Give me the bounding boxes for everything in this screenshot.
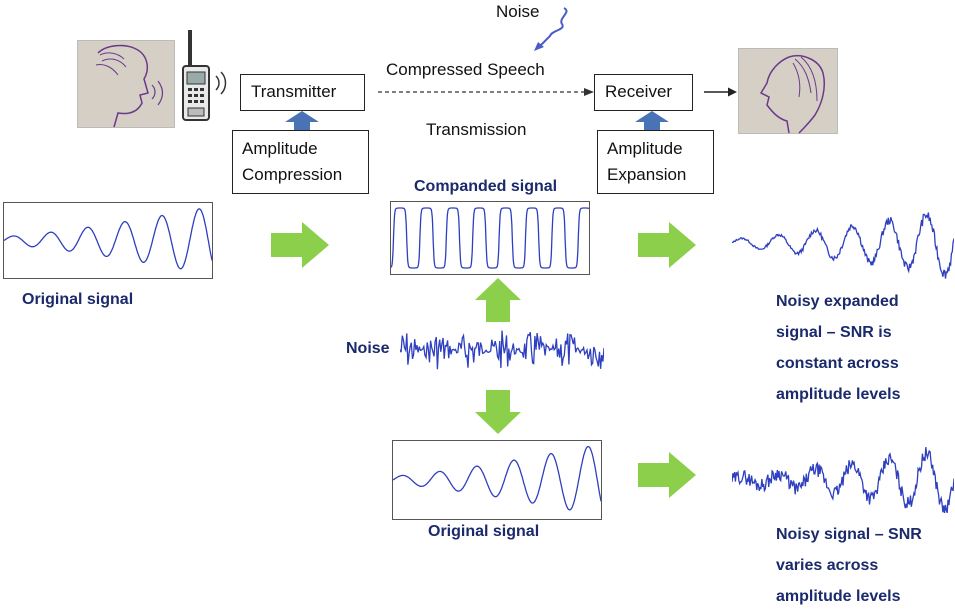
green-right-arrow-icon bbox=[271, 222, 329, 268]
noisy-signal-line2: varies across bbox=[776, 557, 879, 574]
original-signal-plot-bottom bbox=[392, 440, 602, 520]
original-signal-plot bbox=[3, 202, 213, 279]
waveform-line bbox=[391, 207, 589, 269]
noisy-signal-line1: Noisy signal – SNR bbox=[776, 526, 922, 543]
noise-waveform bbox=[400, 322, 604, 378]
amplitude-compression-box: Amplitude Compression bbox=[232, 130, 369, 194]
receiver-box: Receiver bbox=[594, 74, 693, 111]
waveform-line bbox=[732, 447, 954, 513]
green-down-arrow-icon bbox=[475, 390, 521, 434]
amplitude-expansion-box: Amplitude Expansion bbox=[597, 130, 714, 194]
noisy-expanded-signal-plot bbox=[732, 203, 954, 283]
transmitter-box: Transmitter bbox=[240, 74, 365, 111]
speaker-face-icon bbox=[77, 40, 175, 128]
amp-compression-line1: Amplitude bbox=[242, 139, 318, 158]
dashed-transmission-arrow bbox=[378, 86, 596, 98]
original-signal-label-bottom: Original signal bbox=[428, 523, 540, 540]
green-right-arrow-icon bbox=[638, 452, 696, 498]
noise-label-top: Noise bbox=[496, 2, 540, 21]
noise-label-mid: Noise bbox=[346, 340, 390, 357]
noisy-signal-line3: amplitude levels bbox=[776, 588, 901, 605]
walkie-talkie-icon bbox=[178, 28, 233, 124]
waveform-line bbox=[393, 445, 601, 511]
noisy-signal-label: Noisy signal – SNR varies across amplitu… bbox=[776, 519, 922, 612]
waveform-line bbox=[732, 212, 954, 279]
receiver-label: Receiver bbox=[605, 82, 673, 101]
green-up-arrow-icon bbox=[475, 278, 521, 322]
blue-up-arrow-icon bbox=[633, 110, 671, 132]
blue-up-arrow-icon bbox=[283, 110, 321, 132]
waveform-line bbox=[400, 330, 604, 370]
amp-expansion-line1: Amplitude bbox=[607, 139, 683, 158]
transmitter-label: Transmitter bbox=[251, 82, 337, 101]
listener-face-icon bbox=[738, 48, 838, 134]
noisy-expanded-line1: Noisy expanded bbox=[776, 293, 899, 310]
companded-signal-plot bbox=[390, 201, 590, 275]
noisy-expanded-line2: signal – SNR is bbox=[776, 324, 892, 341]
receiver-output-arrow bbox=[704, 86, 738, 98]
transmission-label: Transmission bbox=[426, 120, 527, 139]
noise-squiggle-icon bbox=[528, 4, 572, 52]
compressed-speech-label: Compressed Speech bbox=[386, 60, 545, 79]
noisy-expanded-label: Noisy expanded signal – SNR is constant … bbox=[776, 286, 901, 410]
noisy-expanded-line4: amplitude levels bbox=[776, 386, 901, 403]
amp-expansion-line2: Expansion bbox=[607, 165, 687, 184]
noisy-signal-plot bbox=[732, 438, 954, 522]
companded-signal-label: Companded signal bbox=[414, 178, 558, 195]
noisy-expanded-line3: constant across bbox=[776, 355, 899, 372]
waveform-line bbox=[4, 208, 212, 270]
green-right-arrow-icon bbox=[638, 222, 696, 268]
original-signal-label-top: Original signal bbox=[22, 291, 134, 308]
amp-compression-line2: Compression bbox=[242, 165, 343, 184]
